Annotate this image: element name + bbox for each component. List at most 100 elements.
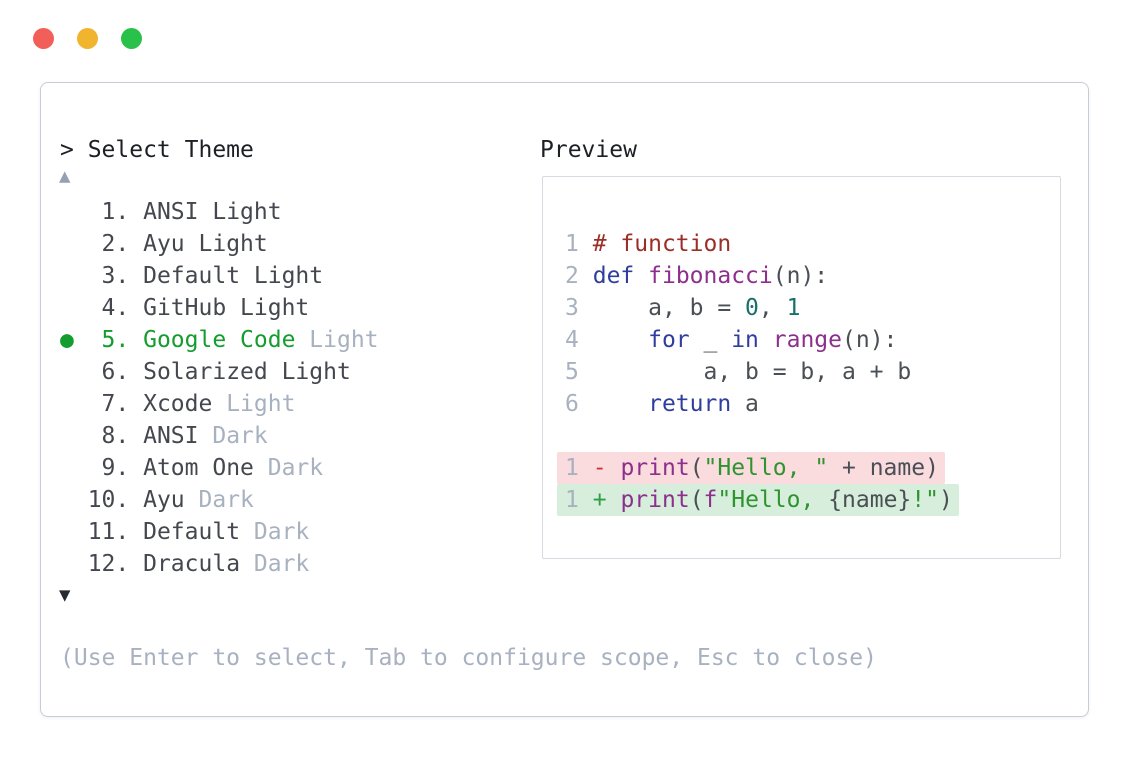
code-token xyxy=(593,327,648,353)
theme-list-item[interactable]: 7. Xcode Light xyxy=(60,388,379,420)
scroll-up-icon[interactable]: ▲ xyxy=(59,165,71,187)
code-token: (n): xyxy=(842,327,898,353)
theme-list-item[interactable]: 9. Atom One Dark xyxy=(60,452,379,484)
theme-list: 1. ANSI Light 2. Ayu Light 3. Default Li… xyxy=(60,196,379,580)
theme-label: Atom One xyxy=(143,455,254,481)
theme-label: Ayu Light xyxy=(143,231,268,257)
bullet-spacer xyxy=(60,487,74,513)
theme-variant-label: Dark xyxy=(240,551,310,577)
bullet-spacer xyxy=(60,199,74,225)
theme-variant-label: Dark xyxy=(184,487,254,513)
keyboard-hint: (Use Enter to select, Tab to configure s… xyxy=(60,645,877,671)
diff-line-removed: 1 - print("Hello, " + name) xyxy=(557,452,959,484)
theme-label: ANSI xyxy=(143,423,199,449)
theme-number: 12. xyxy=(73,551,144,577)
preview-title: Preview xyxy=(540,137,637,163)
theme-label: Dracula xyxy=(143,551,241,577)
bullet-spacer xyxy=(60,455,74,481)
code-token: "Hello, " xyxy=(703,455,829,481)
code-token: 0 xyxy=(745,295,759,321)
code-token: 1 xyxy=(786,295,801,321)
bullet-spacer xyxy=(60,263,74,289)
code-token: !" xyxy=(911,487,939,513)
theme-label: Ayu xyxy=(143,487,185,513)
line-number: 5 xyxy=(565,359,579,385)
selected-dot-icon: ● xyxy=(60,327,74,353)
code-token: print xyxy=(620,487,690,513)
theme-variant-label: Dark xyxy=(240,519,310,545)
theme-label: Default xyxy=(143,519,241,545)
theme-list-item[interactable]: 1. ANSI Light xyxy=(60,196,379,228)
diff-line-added: 1 + print(f"Hello, {name}!") xyxy=(557,484,959,516)
code-token xyxy=(607,487,621,513)
theme-number: 6. xyxy=(73,359,144,385)
code-token xyxy=(634,263,648,289)
theme-number: 7. xyxy=(73,391,144,417)
code-token: a xyxy=(731,391,759,417)
theme-label: Xcode xyxy=(143,391,213,417)
code-token: for xyxy=(648,327,690,353)
bullet-spacer xyxy=(60,551,74,577)
code-line xyxy=(565,420,959,452)
theme-number: 8. xyxy=(73,423,144,449)
bullet-spacer xyxy=(60,295,74,321)
theme-number: 9. xyxy=(73,455,144,481)
theme-list-item[interactable]: 8. ANSI Dark xyxy=(60,420,379,452)
theme-variant-label: Light xyxy=(212,391,296,417)
bullet-spacer xyxy=(60,519,74,545)
line-number: 6 xyxy=(565,391,579,417)
code-token: ( xyxy=(689,487,704,513)
bullet-spacer xyxy=(60,423,74,449)
theme-list-item[interactable]: 12. Dracula Dark xyxy=(60,548,379,580)
theme-number: 2. xyxy=(73,231,144,257)
code-token: print xyxy=(620,455,690,481)
diff-highlight: 1 + print(f"Hello, {name}!") xyxy=(557,484,959,516)
bullet-spacer xyxy=(60,231,74,257)
theme-number: 1. xyxy=(73,199,144,225)
theme-number: 11. xyxy=(73,519,144,545)
code-token: fibonacci xyxy=(648,263,773,289)
theme-variant-label: Dark xyxy=(198,423,268,449)
theme-label: Solarized Light xyxy=(143,359,351,385)
code-token: "Hello, xyxy=(717,487,829,513)
code-token: (n): xyxy=(772,263,829,289)
code-line: 1 # function xyxy=(565,228,959,260)
theme-list-item[interactable]: ● 5. Google Code Light xyxy=(60,324,379,356)
line-number: 4 xyxy=(565,327,579,353)
theme-list-item[interactable]: 2. Ayu Light xyxy=(60,228,379,260)
code-token: def xyxy=(592,263,635,289)
theme-list-item[interactable]: 4. GitHub Light xyxy=(60,292,379,324)
code-token xyxy=(759,327,773,353)
diff-highlight: 1 - print("Hello, " + name) xyxy=(557,452,945,484)
theme-list-item[interactable]: 6. Solarized Light xyxy=(60,356,379,388)
code-token: in xyxy=(731,327,759,353)
theme-list-item[interactable]: 3. Default Light xyxy=(60,260,379,292)
theme-label: ANSI Light xyxy=(143,199,282,225)
code-token: + name) xyxy=(828,455,939,481)
code-token: {name} xyxy=(828,487,912,513)
close-button[interactable] xyxy=(33,28,54,49)
bullet-spacer xyxy=(60,359,74,385)
code-token: + xyxy=(592,487,607,513)
line-number: 1 xyxy=(565,231,579,257)
theme-variant-label: Light xyxy=(295,327,379,353)
theme-label: GitHub Light xyxy=(143,295,310,321)
code-token: f xyxy=(703,487,718,513)
minimize-button[interactable] xyxy=(77,28,98,49)
select-theme-title: > Select Theme xyxy=(60,137,254,163)
code-token: _ xyxy=(689,327,732,353)
line-number: 3 xyxy=(565,295,579,321)
code-line: 4 for _ in range(n): xyxy=(565,324,959,356)
scroll-down-icon[interactable]: ▼ xyxy=(59,584,71,606)
window-controls xyxy=(33,28,142,49)
maximize-button[interactable] xyxy=(121,28,142,49)
code-token: return xyxy=(648,391,732,417)
code-line: 5 a, b = b, a + b xyxy=(565,356,959,388)
code-line: 3 a, b = 0, 1 xyxy=(565,292,959,324)
code-token xyxy=(607,455,621,481)
theme-label: Default Light xyxy=(143,263,324,289)
theme-list-item[interactable]: 10. Ayu Dark xyxy=(60,484,379,516)
theme-list-item[interactable]: 11. Default Dark xyxy=(60,516,379,548)
line-number: 1 xyxy=(565,455,579,481)
